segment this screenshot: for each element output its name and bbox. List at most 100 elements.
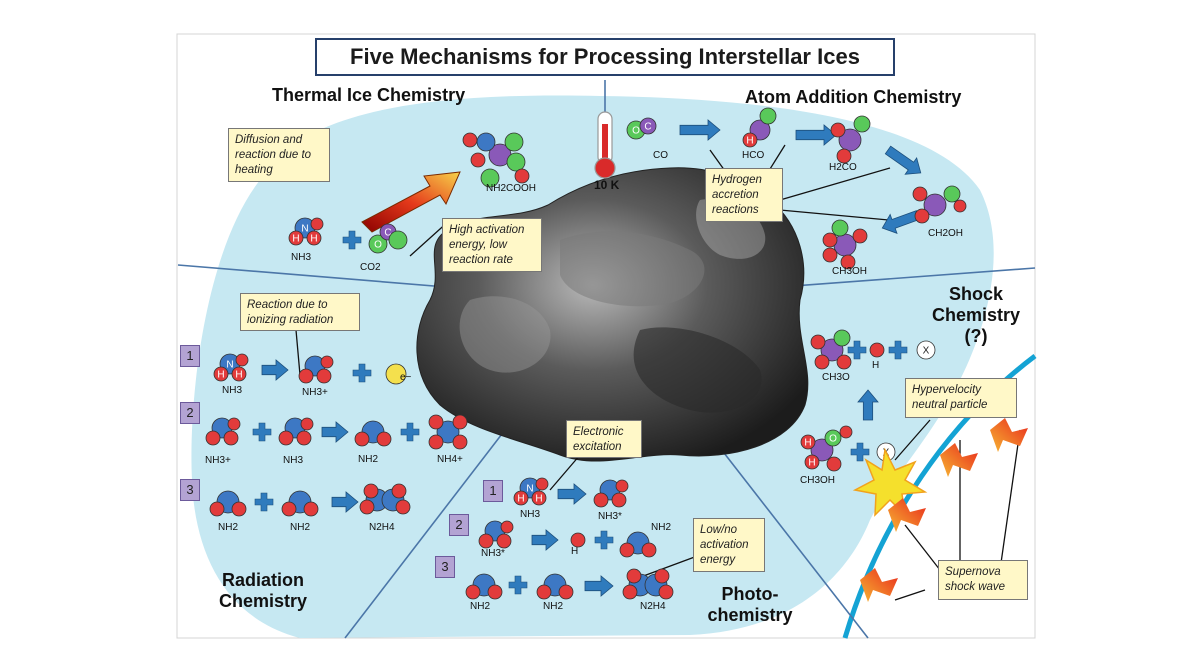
atom-h (822, 232, 838, 248)
atom-letter: X (923, 346, 930, 357)
arrow-r3 (331, 491, 359, 513)
label-p3-n2h4: N2H4 (640, 601, 666, 612)
photo-step-1: 1 (483, 480, 503, 502)
molecule-shock-h (869, 342, 885, 358)
atom-h (363, 483, 379, 499)
atom-h (465, 584, 481, 600)
atom-h (310, 217, 324, 231)
atom-letter: H (217, 370, 224, 381)
atom-h (296, 430, 312, 446)
impact-flash (852, 447, 928, 518)
atom-h (235, 353, 249, 367)
atom-h (391, 483, 407, 499)
arrow-hco-h2co (795, 124, 837, 146)
arrow-co-hco (679, 119, 721, 141)
molecule-r3-nh2a (209, 490, 247, 517)
atom-h (452, 434, 468, 450)
atom-h (205, 430, 221, 446)
plus-thermal (342, 230, 362, 250)
molecule-shock-ch3oh: H O H (800, 425, 853, 472)
atom-h (478, 533, 494, 549)
plus-r2a (252, 422, 272, 442)
label-r2-nh3: NH3 (283, 455, 304, 466)
atom-h (839, 425, 853, 439)
label-p2-nh3star: NH3* (481, 548, 505, 559)
label-r1-electron: e− (400, 372, 412, 383)
label-thermal-co2: CO2 (360, 262, 381, 273)
plus-shock-c (850, 442, 870, 462)
atom-letter: H (808, 458, 815, 469)
atom-h (470, 152, 486, 168)
molecule-shock-x: X (916, 340, 936, 360)
atom-h (395, 499, 411, 515)
atom-h (320, 355, 334, 369)
plus-r1 (352, 363, 372, 383)
atom-h (593, 492, 609, 508)
temperature-label: 10 K (594, 178, 620, 192)
atom-e (385, 363, 407, 385)
atom-h (428, 414, 444, 430)
atom-letter: O (829, 434, 837, 445)
section-atom-addition: Atom Addition Chemistry (745, 87, 962, 107)
atom-o (759, 107, 777, 125)
atom-h (303, 501, 319, 517)
figure-frame (176, 33, 1036, 639)
atom-c (838, 128, 862, 152)
radiation-step-3: 3 (180, 479, 200, 501)
atom-letter: H (804, 438, 811, 449)
section-photo-line1: Photo- (721, 584, 779, 604)
radiation-step-1: 1 (180, 345, 200, 367)
atom-h (231, 366, 247, 382)
atom-c (833, 233, 857, 257)
label-r1-nh3plus: NH3+ (302, 387, 328, 398)
atom-letter: C (384, 228, 391, 239)
molecule-r2-nh3plus (205, 417, 241, 446)
atom-letter: C (644, 122, 651, 133)
label-shock-ch3oh: CH3OH (800, 475, 836, 486)
plus-r2b (400, 422, 420, 442)
atom-h (316, 368, 332, 384)
arrow-ch2oh-ch3oh (881, 210, 921, 234)
plus-p3 (508, 575, 528, 595)
label-r2-nh3plus: NH3+ (205, 455, 231, 466)
atom-h (300, 417, 314, 431)
atom-o (833, 329, 851, 347)
label-ch2oh: CH2OH (928, 228, 964, 239)
atom-h (536, 584, 552, 600)
atom-h (209, 501, 225, 517)
note-supernova: Supernova shock wave (938, 560, 1028, 600)
molecule-r2-nh4plus (428, 414, 468, 450)
atom-h (223, 430, 239, 446)
atom-h (227, 417, 241, 431)
radiation-step-2: 2 (180, 402, 200, 424)
label-p3-nh2b: NH2 (543, 601, 564, 612)
label-r2-nh2: NH2 (358, 454, 379, 465)
atom-letter: N (301, 224, 308, 235)
molecule-hco: H (742, 107, 777, 148)
atom-h (452, 414, 468, 430)
label-h2co: H2CO (829, 162, 857, 173)
label-ch3o: CH3O (822, 372, 850, 383)
label-ch3oh-atom: CH3OH (832, 266, 868, 277)
atom-h (810, 334, 826, 350)
atom-o (368, 234, 388, 254)
molecule-p1-nh3star (593, 479, 629, 508)
atom-letter: H (517, 494, 524, 505)
atom-letter: O (374, 240, 382, 251)
note-hypervelocity: Hypervelocity neutral particle (905, 378, 1017, 418)
atom-h (658, 584, 674, 600)
atom-h (804, 454, 820, 470)
atom-h (531, 490, 547, 506)
atom-h (742, 132, 758, 148)
label-r1-nh3: NH3 (222, 385, 243, 396)
atom-h (535, 477, 549, 491)
atom-h (619, 542, 635, 558)
atom-h (513, 490, 529, 506)
label-p3-nh2a: NH2 (470, 601, 491, 612)
atom-h (822, 247, 838, 263)
atom-h (836, 354, 852, 370)
atom-h (654, 568, 670, 584)
arrow-p2 (531, 529, 559, 551)
atom-h (611, 492, 627, 508)
section-radiation: Radiation Chemistry (208, 570, 318, 612)
